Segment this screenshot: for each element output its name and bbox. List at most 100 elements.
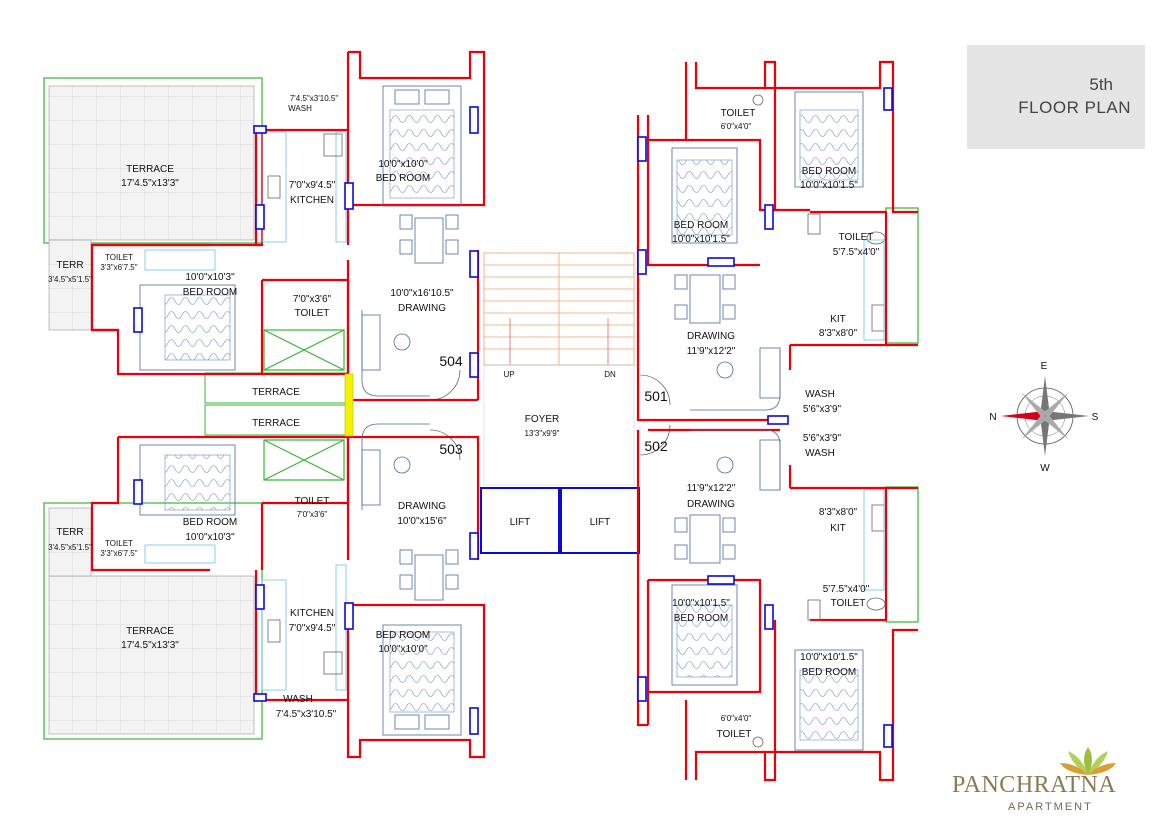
floor-title-box: 5th FLOOR PLAN bbox=[967, 45, 1145, 149]
foyer-area bbox=[483, 364, 635, 486]
502-bed-r-dim: 10'0"x10'1.5" bbox=[800, 652, 858, 663]
dining-504 bbox=[361, 214, 459, 397]
504-terrace-label: TERRACE bbox=[126, 164, 174, 175]
unit-501-number: 501 bbox=[644, 388, 668, 404]
kitchen-appliances-left bbox=[267, 133, 343, 675]
503-terr-label: TERR bbox=[56, 527, 83, 538]
504-bed1-label: BED ROOM bbox=[376, 173, 430, 184]
504-terr-label: TERR bbox=[56, 260, 83, 271]
501-toilet-t-label: TOILET bbox=[721, 108, 756, 119]
503-toilet-label: TOILET bbox=[295, 496, 330, 507]
501-kit-label: KIT bbox=[830, 314, 846, 325]
503-kitchen-dim: 7'0"x9'4.5" bbox=[289, 623, 336, 634]
504-toilet-label: TOILET bbox=[295, 308, 330, 319]
unit-503-number: 503 bbox=[439, 441, 463, 457]
504-toilet-s-dim: 3'3"x6'7.5" bbox=[100, 263, 137, 272]
503-wash-dim: 7'4.5"x3'10.5" bbox=[276, 709, 337, 720]
bed-furniture-504-left bbox=[139, 249, 236, 371]
unit-502-number: 502 bbox=[644, 438, 668, 454]
501-drawing-dim: 11'9"x12'2" bbox=[687, 346, 736, 357]
502-drawing-label: DRAWING bbox=[687, 499, 735, 510]
terrace-504 bbox=[48, 85, 255, 241]
shaft-504 bbox=[263, 329, 345, 371]
503-drawing-dim: 10'0"x15'6" bbox=[397, 516, 447, 527]
502-kit-dim: 8'3"x8'0" bbox=[819, 507, 858, 518]
503-wash-label: WASH bbox=[283, 694, 313, 705]
shaft-503 bbox=[263, 439, 345, 481]
503-terr-dim: 3'4.5"x5'1.5" bbox=[48, 543, 92, 552]
501-kit-dim: 8'3"x8'0" bbox=[819, 328, 858, 339]
502-toilet-dim: 5'7.5"x4'0" bbox=[823, 584, 870, 595]
504-wash-label: WASH bbox=[288, 104, 312, 113]
terrace-strip-a-label: TERRACE bbox=[252, 387, 300, 398]
502-bed-l-label: BED ROOM bbox=[674, 613, 728, 624]
501-toilet-label: TOILET bbox=[839, 232, 874, 243]
503-terrace-dim: 17'4.5"x13'3" bbox=[121, 640, 179, 651]
walls-503 bbox=[90, 410, 486, 759]
502-drawing-dim: 11'9"x12'2" bbox=[687, 483, 736, 494]
fixtures-right bbox=[752, 94, 886, 748]
dining-503 bbox=[361, 423, 459, 601]
504-wash-dim: 7'4.5"x3'10.5" bbox=[290, 94, 338, 103]
504-terrace-dim: 17'4.5"x13'3" bbox=[121, 178, 179, 189]
floor-number: 5th bbox=[1089, 75, 1113, 94]
leaf-icon bbox=[1060, 747, 1116, 775]
brand-logo: PANCHRATNA APARTMENT bbox=[948, 745, 1138, 820]
foyer-label: FOYER bbox=[525, 414, 559, 425]
stair-down-label: DN bbox=[604, 370, 616, 379]
503-terrace-label: TERRACE bbox=[126, 626, 174, 637]
503-drawing-label: DRAWING bbox=[398, 501, 446, 512]
503-bed2-label: BED ROOM bbox=[183, 517, 237, 528]
502-bed-l-dim: 10'0"x10'1.5" bbox=[672, 598, 730, 609]
504-bed2-dim: 10'0"x10'3" bbox=[185, 272, 235, 283]
compass-west: W bbox=[1040, 463, 1050, 474]
501-toilet-dim: 5'7.5"x4'0" bbox=[833, 247, 880, 258]
bed-furniture-503-bottom bbox=[382, 624, 462, 736]
501-bed-l-label: BED ROOM bbox=[674, 220, 728, 231]
501-drawing-label: DRAWING bbox=[687, 331, 735, 342]
bed-furniture-501 bbox=[671, 91, 864, 244]
lift-2-label: LIFT bbox=[590, 517, 611, 528]
stair-up-label: UP bbox=[503, 370, 514, 379]
walls-501 bbox=[636, 60, 918, 422]
dining-501 bbox=[674, 274, 781, 411]
shared-wall-strip bbox=[344, 373, 354, 437]
504-kitchen-label: KITCHEN bbox=[290, 195, 334, 206]
floor-title: FLOOR PLAN bbox=[1018, 98, 1131, 117]
bed-furniture-502 bbox=[671, 584, 864, 751]
504-bed1-dim: 10'0"x10'0" bbox=[378, 159, 428, 170]
unit-504-number: 504 bbox=[439, 353, 463, 369]
terrace-strip-a bbox=[204, 372, 348, 404]
502-toilet-b-dim: 6'0"x4'0" bbox=[721, 714, 752, 723]
501-wash-label: WASH bbox=[805, 389, 835, 400]
501-toilet-t-dim: 6'0"x4'0" bbox=[721, 122, 752, 131]
503-bed1-label: BED ROOM bbox=[376, 630, 430, 641]
502-wash-label: WASH bbox=[805, 448, 835, 459]
504-toilet-dim: 7'0"x3'6" bbox=[293, 294, 332, 305]
foyer-dim: 13'3"x9'9" bbox=[525, 429, 560, 438]
walls-502 bbox=[636, 428, 918, 782]
503-toilet-s-dim: 3'3"x6'7.5" bbox=[100, 549, 137, 558]
503-toilet-s-label: TOILET bbox=[105, 539, 133, 548]
502-bed-r-label: BED ROOM bbox=[802, 667, 856, 678]
windows-left bbox=[133, 106, 479, 735]
kitchen-counters-left bbox=[261, 131, 347, 691]
501-bed-r-dim: 10'0"x10'1.5" bbox=[800, 180, 858, 191]
windows-right bbox=[637, 87, 893, 748]
staircase bbox=[483, 252, 635, 366]
lift-1-label: LIFT bbox=[510, 517, 531, 528]
bed-furniture-503-left bbox=[139, 444, 236, 564]
balcony-outline-501 bbox=[885, 207, 919, 344]
terr-503 bbox=[48, 507, 92, 577]
terrace-503 bbox=[48, 575, 255, 735]
503-bed1-dim: 10'0"x10'0" bbox=[378, 644, 428, 655]
502-toilet-b-label: TOILET bbox=[717, 729, 752, 740]
503-toilet-dim: 7'0"x3'6" bbox=[297, 510, 328, 519]
501-bed-r-label: BED ROOM bbox=[802, 166, 856, 177]
502-toilet-label: TOILET bbox=[831, 598, 866, 609]
501-wash-dim: 5'6"x3'9" bbox=[803, 404, 842, 415]
terr-504 bbox=[48, 239, 92, 331]
504-toilet-s-label: TOILET bbox=[105, 253, 133, 262]
504-terr-dim: 3'4.5"x5'1.5" bbox=[48, 275, 92, 284]
